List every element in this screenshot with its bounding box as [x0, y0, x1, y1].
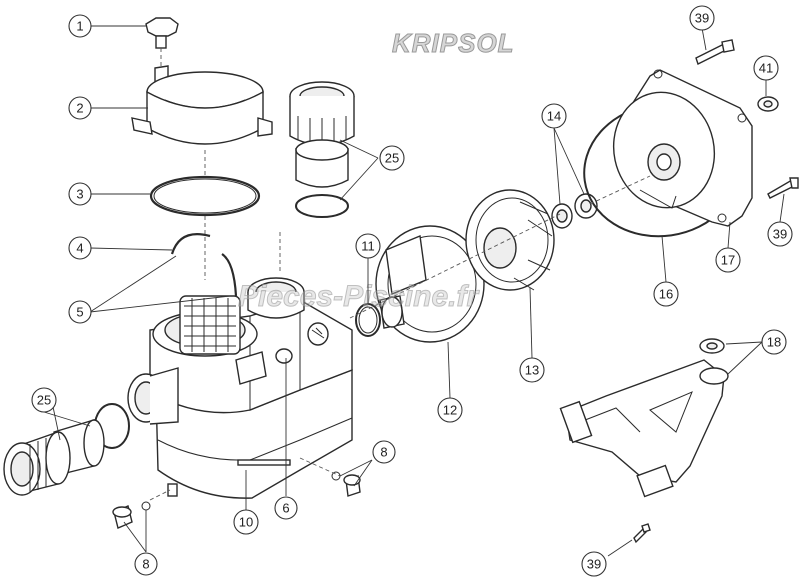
- svg-text:13: 13: [525, 363, 539, 378]
- callout-39-bottom: 39: [581, 551, 607, 577]
- callout-10: 10: [233, 509, 259, 535]
- callout-25-left: 25: [31, 387, 57, 413]
- callout-39-right: 39: [767, 221, 793, 247]
- svg-text:41: 41: [759, 61, 773, 76]
- svg-text:25: 25: [385, 151, 399, 166]
- part-17-motor-flange: [612, 69, 753, 227]
- part-14-mechanical-seal: [551, 193, 598, 229]
- svg-text:17: 17: [721, 253, 735, 268]
- svg-text:39: 39: [695, 11, 709, 26]
- svg-text:5: 5: [76, 305, 83, 320]
- strainer-basket: [179, 295, 241, 355]
- brand-logo: KRIPSOL: [392, 28, 515, 58]
- svg-text:6: 6: [282, 501, 289, 516]
- callout-14: 14: [541, 103, 567, 129]
- callout-13: 13: [519, 357, 545, 383]
- part-25-union-left: [3, 403, 130, 496]
- callout-4: 4: [68, 236, 92, 260]
- svg-text:3: 3: [76, 187, 83, 202]
- callout-25-top: 25: [379, 145, 405, 171]
- callout-12: 12: [437, 397, 463, 423]
- callout-11: 11: [355, 233, 381, 259]
- part-39-screw-bottom: [633, 523, 651, 544]
- svg-text:16: 16: [659, 287, 673, 302]
- part-41-washer: [757, 96, 779, 112]
- callout-18: 18: [761, 329, 787, 355]
- svg-text:4: 4: [76, 241, 83, 256]
- part-1-lid-knob: [145, 17, 179, 70]
- part-12-diffuser: [375, 225, 485, 343]
- callout-5: 5: [68, 300, 92, 324]
- callout-2: 2: [68, 96, 92, 120]
- callout-1: 1: [68, 14, 92, 38]
- part-8-drain-plug-left: [112, 501, 151, 529]
- part-25-union-top: [289, 81, 355, 218]
- svg-text:10: 10: [239, 515, 253, 530]
- callout-8-left: 8: [134, 552, 158, 576]
- part-3-lid-o-ring: [149, 175, 261, 280]
- svg-text:8: 8: [142, 557, 149, 572]
- svg-text:11: 11: [361, 239, 375, 254]
- callout-39-top: 39: [689, 5, 715, 31]
- callout-3: 3: [68, 182, 92, 206]
- part-10-pump-body: [127, 277, 353, 499]
- callout-41: 41: [753, 55, 779, 81]
- svg-text:2: 2: [76, 101, 83, 116]
- svg-text:12: 12: [443, 403, 457, 418]
- part-13-impeller: [465, 189, 555, 291]
- svg-text:39: 39: [587, 557, 601, 572]
- watermark: Pieces-Piscine.fr: [238, 280, 480, 313]
- part-39-screw-right: [767, 177, 799, 199]
- part-18-motor-support: [559, 338, 729, 498]
- callout-6: 6: [274, 496, 298, 520]
- svg-text:25: 25: [37, 393, 51, 408]
- callout-16: 16: [653, 281, 679, 307]
- svg-text:1: 1: [76, 19, 83, 34]
- svg-text:39: 39: [773, 227, 787, 242]
- part-2-prefilter-lid: [131, 65, 273, 175]
- svg-text:8: 8: [380, 445, 387, 460]
- callout-8-right: 8: [372, 440, 396, 464]
- svg-text:18: 18: [767, 335, 781, 350]
- callout-17: 17: [715, 247, 741, 273]
- part-4-retaining-clip: [170, 233, 238, 297]
- svg-text:14: 14: [547, 109, 561, 124]
- part-39-screw-top: [695, 39, 735, 65]
